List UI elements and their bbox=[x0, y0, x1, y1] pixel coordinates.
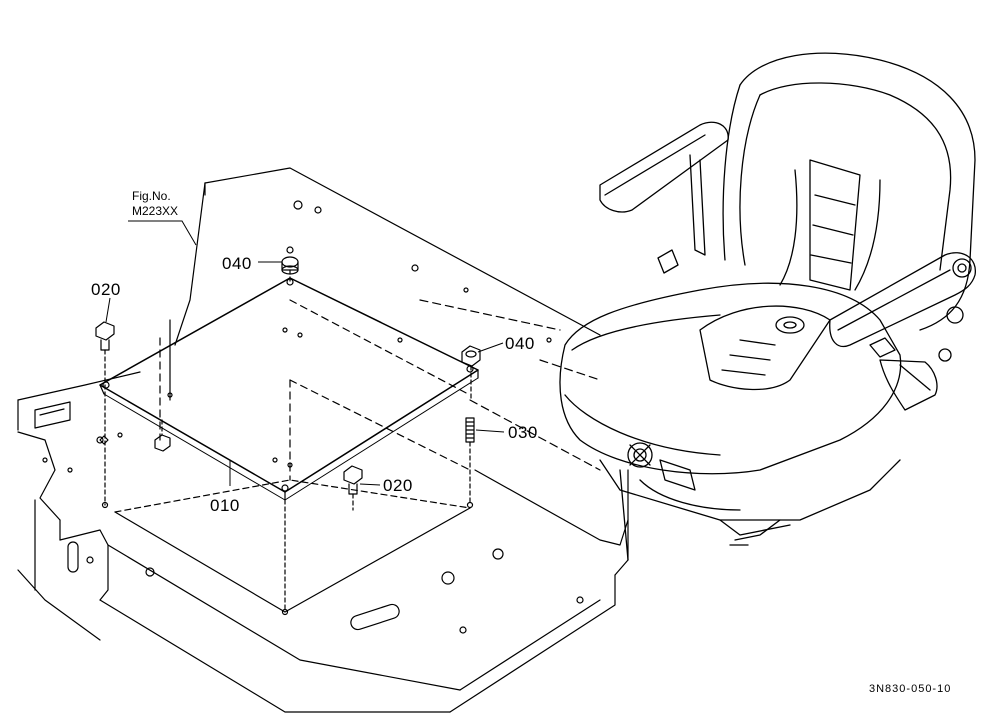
nut-040-right bbox=[461, 345, 481, 401]
callout-020-right: 020 bbox=[383, 476, 413, 495]
suspension-seat bbox=[559, 52, 976, 561]
floor-frame bbox=[17, 167, 629, 713]
callout-040-top: 040 bbox=[222, 254, 252, 273]
callout-040-right: 040 bbox=[505, 334, 535, 353]
seat-mounting-plate bbox=[99, 277, 479, 501]
callout-010: 010 bbox=[210, 496, 240, 515]
callout-030: 030 bbox=[508, 423, 538, 442]
figure-reference: Fig.No. M223XX bbox=[132, 189, 178, 219]
fasteners bbox=[95, 246, 481, 616]
drawing-code: 3N830-050-10 bbox=[869, 683, 952, 695]
nut-under-left bbox=[154, 419, 171, 452]
stud-030 bbox=[465, 417, 475, 509]
figure-ref-line1: Fig.No. bbox=[132, 189, 171, 203]
callout-020-left: 020 bbox=[91, 280, 121, 299]
nut-040-top bbox=[281, 246, 299, 283]
lower-stud bbox=[99, 435, 289, 616]
bolt-020-right bbox=[343, 465, 363, 511]
figure-ref-line2: M223XX bbox=[132, 204, 179, 218]
bolt-020-left bbox=[95, 321, 115, 509]
